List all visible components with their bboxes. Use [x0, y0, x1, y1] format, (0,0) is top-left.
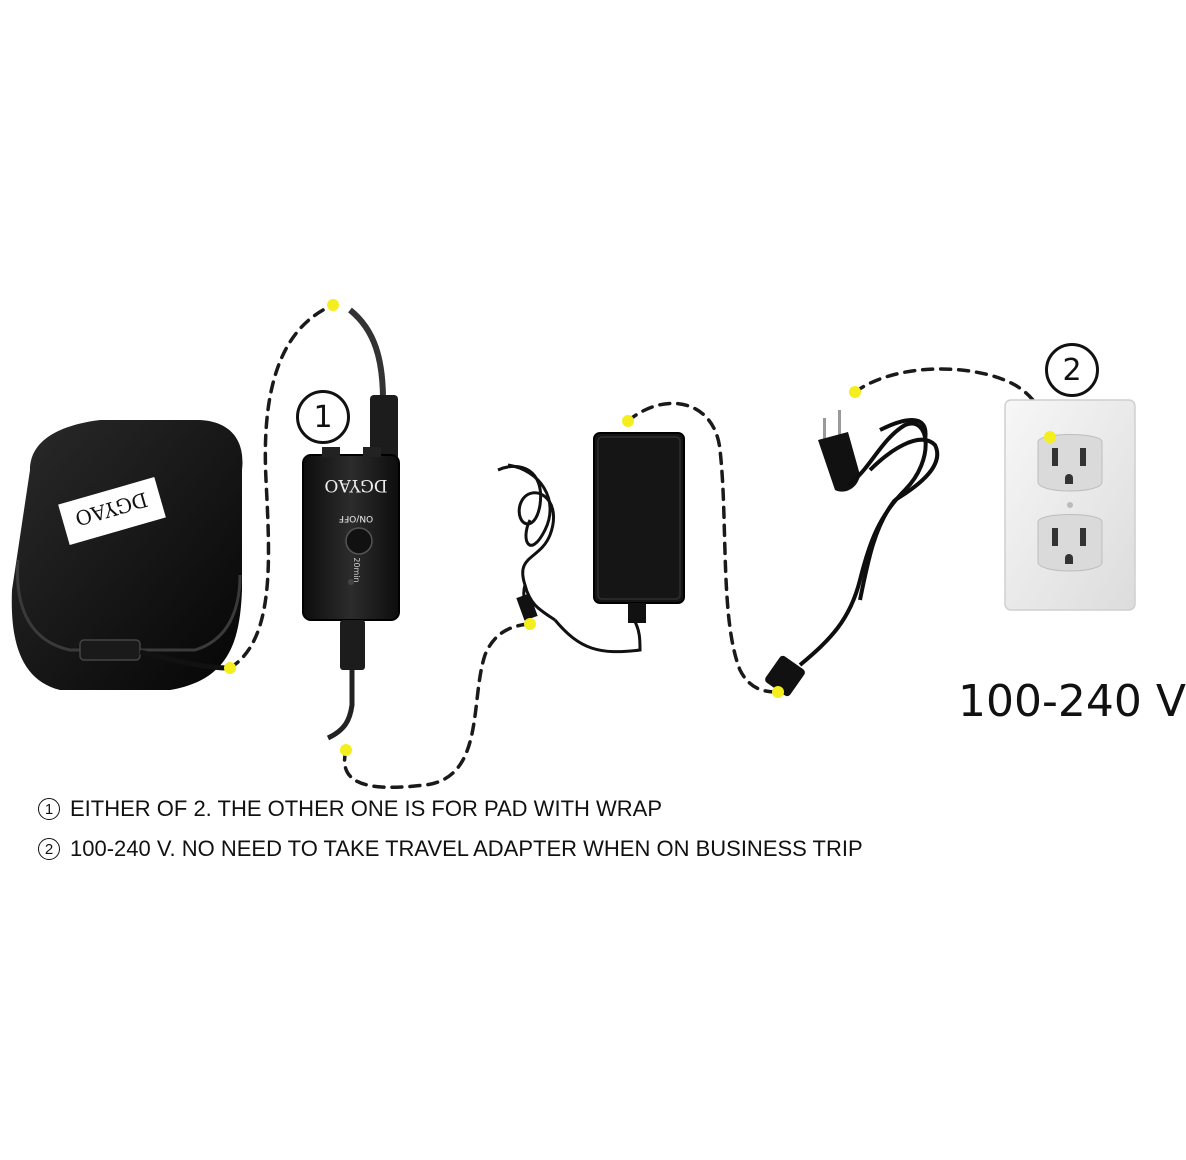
controller-plug-bottom	[340, 620, 365, 670]
dot-dc-plug	[524, 618, 536, 630]
controller-timer-label: 20min	[352, 557, 361, 582]
dot-cord	[772, 686, 784, 698]
note-line-1: 1 EITHER OF 2. THE OTHER ONE IS FOR PAD …	[38, 796, 662, 822]
dot-adapter	[622, 415, 634, 427]
controller-cable-bottom	[326, 670, 355, 741]
diagram-canvas: DGYAO DGYAO ON/OFF 20min	[11, 299, 1136, 790]
dc-plug	[516, 593, 538, 621]
controller-plug-top	[370, 395, 398, 460]
note-line-2: 2 100-240 V. NO NEED TO TAKE TRAVEL ADAP…	[38, 836, 863, 862]
dot-cable-top	[327, 299, 339, 311]
dot-plug	[849, 386, 861, 398]
plug-icon	[818, 410, 860, 492]
dot-controller-bottom	[340, 744, 352, 756]
dot-pad	[224, 662, 236, 674]
controller-icon: DGYAO ON/OFF 20min	[302, 447, 400, 621]
note-number-1: 1	[38, 798, 60, 820]
pad-to-controller-dash	[228, 303, 335, 670]
voltage-label: 100-240 V	[958, 676, 1186, 727]
controller-to-adapter-dash	[342, 622, 532, 790]
power-adapter-icon	[593, 432, 685, 623]
heating-pad-icon: DGYAO	[11, 420, 243, 690]
dot-outlet	[1044, 431, 1056, 443]
connection-diagram: DGYAO DGYAO ON/OFF 20min	[11, 299, 1186, 862]
step-marker-2: 2	[1045, 343, 1099, 397]
controller-switch-label: ON/OFF	[339, 513, 373, 523]
step-marker-1: 1	[296, 390, 350, 444]
power-outlet-icon	[1004, 399, 1136, 611]
note-text-1: EITHER OF 2. THE OTHER ONE IS FOR PAD WI…	[70, 796, 663, 821]
controller-brand-label: DGYAO	[324, 475, 387, 495]
note-text-2: 100-240 V. NO NEED TO TAKE TRAVEL ADAPTE…	[70, 836, 863, 861]
power-cord-coil	[798, 418, 940, 667]
adapter-to-plug-dash	[626, 401, 780, 694]
power-knob	[345, 527, 373, 555]
note-number-2: 2	[38, 838, 60, 860]
cord-connector	[765, 655, 805, 697]
connection-dots	[224, 299, 1056, 756]
